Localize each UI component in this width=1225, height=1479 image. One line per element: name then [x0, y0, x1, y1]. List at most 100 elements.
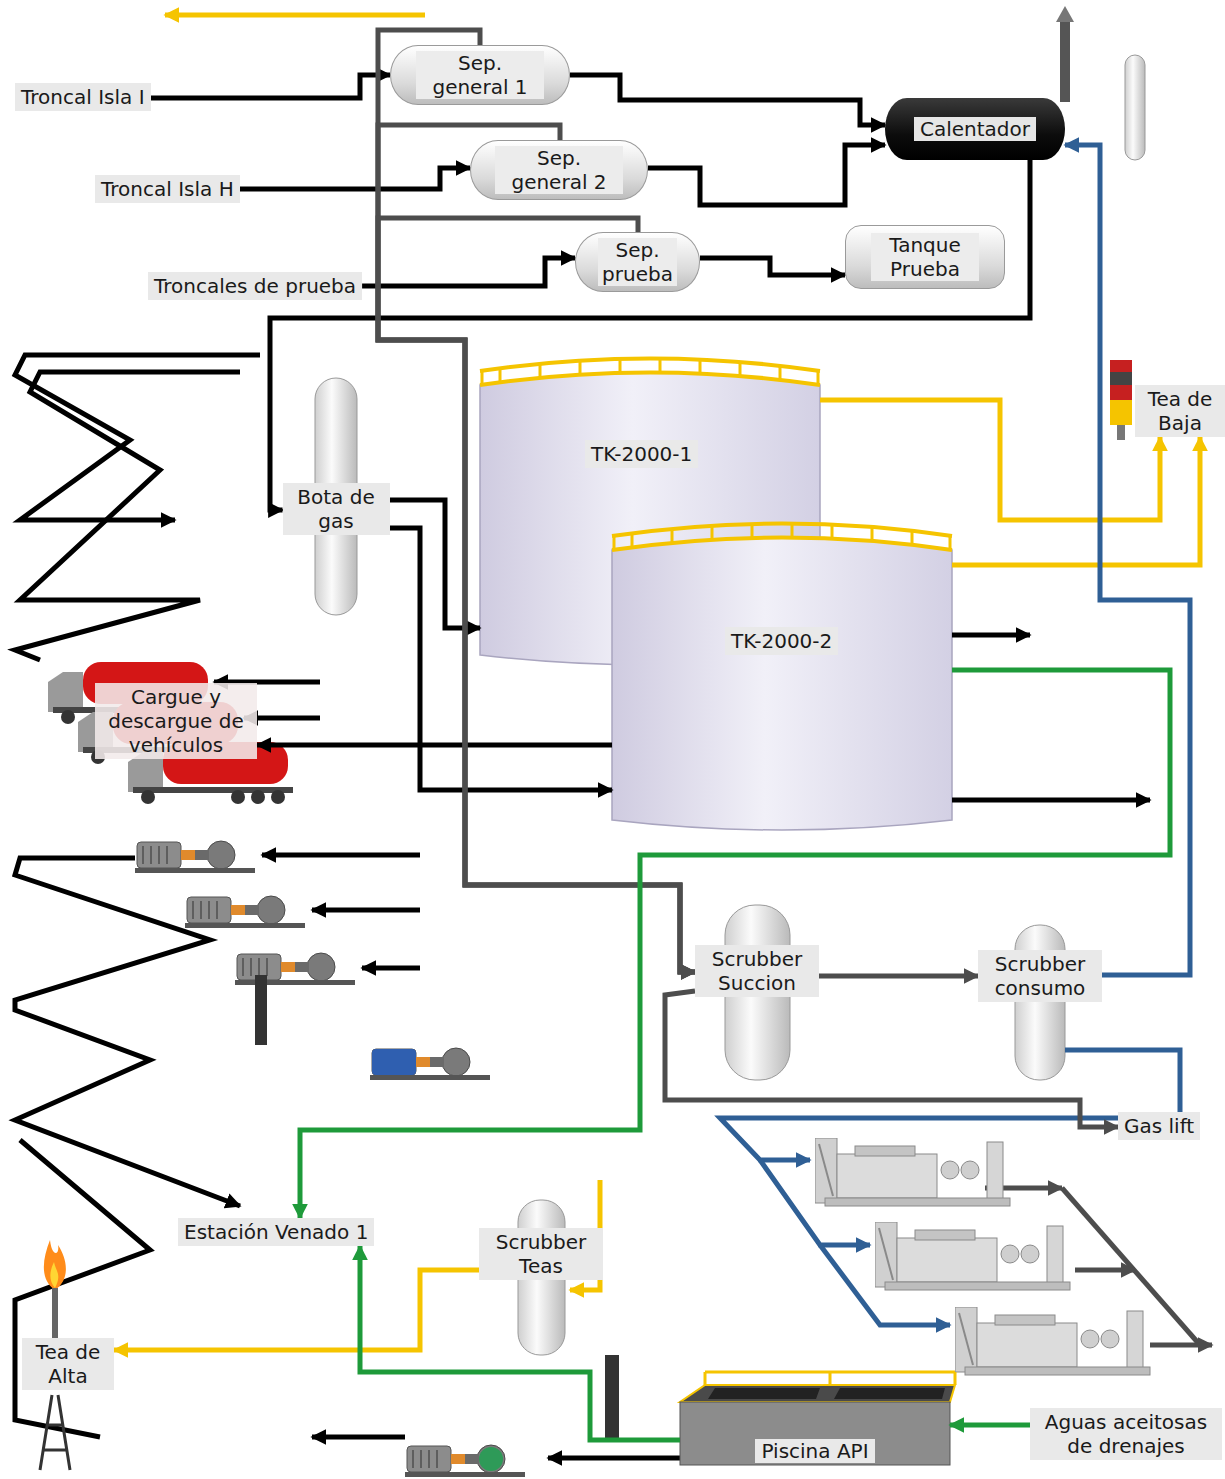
truck-chassis: [133, 787, 293, 793]
truck-wheel: [141, 790, 155, 804]
node-text: Scrubber consumo: [984, 952, 1096, 1000]
pool-grate: [708, 1388, 945, 1399]
gas-line: [1075, 1268, 1135, 1273]
truck-wheel: [271, 790, 285, 804]
outlet-label: Gas lift: [1118, 1112, 1200, 1140]
inlet-label: Troncal Isla I: [15, 83, 151, 111]
flow-line: [819, 974, 978, 979]
inlet-label: Aguas aceitosas de drenajes: [1030, 1408, 1222, 1460]
node-text: Tea de Baja: [1141, 387, 1219, 435]
node-text: Calentador: [914, 117, 1036, 141]
truck-wheel: [231, 790, 245, 804]
storage-tank-drawing: [612, 524, 952, 831]
pump-symbol: [235, 953, 355, 985]
vertical-pump: [255, 975, 267, 1045]
pump-symbol: [405, 1445, 525, 1477]
storage-tank: TK-2000-2: [612, 537, 952, 820]
separator-vessel: Sep. general 2: [470, 140, 648, 200]
low-flare-icon: [1110, 385, 1132, 400]
low-flare-icon: [1110, 360, 1132, 372]
compressor-symbol: [815, 1138, 1010, 1206]
node-text: TK-2000-2: [725, 627, 838, 655]
node-text: Bota de gas: [289, 485, 384, 533]
vessel-label: Bota de gas: [283, 483, 390, 535]
green-pump-casing: [479, 1447, 503, 1471]
pipe-line: [15, 372, 240, 660]
pipe-line: [952, 633, 1030, 638]
pool-railing: [705, 1372, 955, 1385]
heater-stack: [1060, 20, 1070, 102]
flow-line: [114, 1270, 479, 1350]
flow-line: [300, 670, 1170, 1218]
loading-label: Cargue y descargue de vehículos: [95, 683, 257, 759]
api-pool: Piscina API: [680, 1385, 950, 1465]
pump-symbol: [135, 841, 255, 873]
pipe-line: [362, 966, 420, 971]
pipe-line: [952, 798, 1150, 803]
pipe-line: [548, 1456, 680, 1461]
flow-line: [270, 160, 1030, 510]
node-text: Gas lift: [1124, 1114, 1194, 1138]
node-text: Aguas aceitosas de drenajes: [1036, 1410, 1216, 1458]
flow-line: [390, 528, 613, 790]
station-label: Estación Venado 1: [178, 1218, 374, 1246]
pipe-line: [312, 1435, 405, 1440]
flare-tower: [40, 1395, 70, 1470]
flow-line: [240, 168, 470, 189]
node-text: Scrubber Teas: [485, 1230, 597, 1278]
truck-cab: [48, 672, 83, 712]
vertical-pump: [605, 1355, 619, 1440]
flare-label: Tea de Baja: [1135, 385, 1225, 437]
gas-line: [1150, 1343, 1212, 1348]
flare-flame: [44, 1240, 66, 1290]
node-text: Sep. prueba: [598, 238, 677, 286]
flow-line: [378, 30, 695, 972]
flow-line: [362, 258, 575, 286]
flare-line: [165, 13, 425, 18]
pool-body: [680, 1402, 950, 1465]
low-flare-icon: [1110, 372, 1132, 385]
node-text: Scrubber Succion: [701, 947, 813, 995]
node-text: Piscina API: [755, 1439, 874, 1463]
node-text: Tanque Prueba: [871, 233, 979, 281]
low-flare-icon: [1117, 425, 1125, 440]
vessel-label: Scrubber consumo: [978, 950, 1102, 1002]
pump-symbol: [370, 1048, 490, 1080]
node-text: Troncales de prueba: [154, 274, 356, 298]
pipe-line: [312, 908, 420, 913]
flare-flame: [50, 1262, 58, 1288]
flow-line: [257, 743, 612, 748]
compressor-symbol: [955, 1307, 1150, 1375]
blue-pump-body: [372, 1049, 416, 1075]
pool-top: [680, 1385, 955, 1402]
node-text: Tea de Alta: [28, 1340, 108, 1388]
flow-line: [665, 991, 1118, 1127]
low-flare-icon: [1110, 400, 1132, 425]
separator-vessel: Sep. prueba: [575, 232, 700, 292]
flow-line: [378, 125, 695, 972]
inlet-label: Troncal Isla H: [95, 175, 240, 203]
storage-tank: TK-2000-1: [480, 372, 820, 660]
small-vessel: [1125, 55, 1145, 160]
scrubber-vessel: [1015, 925, 1065, 1080]
node-text: Troncal Isla H: [101, 177, 234, 201]
flow-line: [950, 1423, 1030, 1428]
heater-vessel: Calentador: [885, 98, 1065, 160]
flow-line: [151, 75, 391, 98]
node-text: Sep. general 1: [416, 51, 544, 99]
node-text: TK-2000-1: [585, 440, 698, 468]
node-text: Sep. general 2: [495, 146, 623, 194]
node-text: Estación Venado 1: [184, 1220, 368, 1244]
truck-wheel: [61, 710, 75, 724]
pipe-line: [262, 853, 420, 858]
truck-wheel: [251, 790, 265, 804]
flow-line: [700, 258, 845, 275]
flow-line: [820, 400, 1160, 520]
inlet-label: Troncales de prueba: [148, 272, 362, 300]
flow-line: [952, 437, 1200, 565]
flare-label: Tea de Alta: [22, 1338, 114, 1390]
flare-stack: [52, 1288, 58, 1338]
flow-line: [378, 218, 695, 972]
vessel-label: Scrubber Succion: [695, 945, 819, 997]
